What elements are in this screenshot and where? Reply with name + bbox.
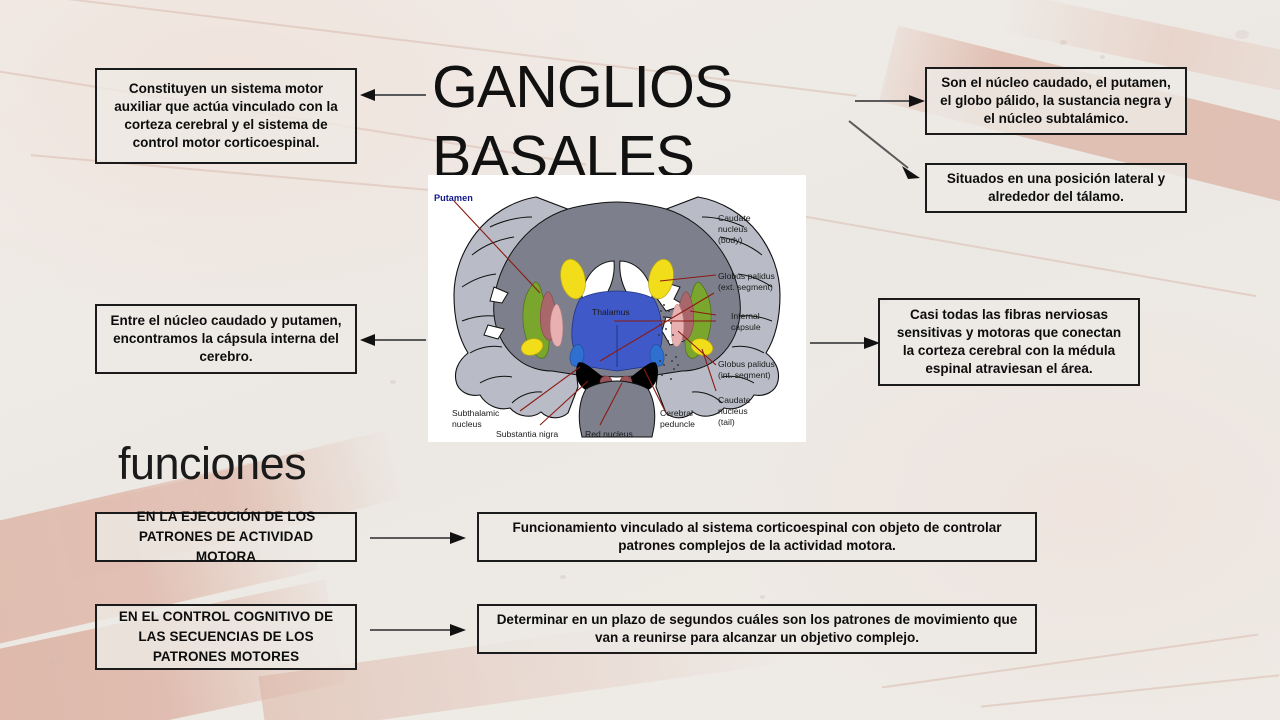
label-putamen: Putamen bbox=[434, 193, 473, 203]
label-caudate-tail-line1: Caudate bbox=[718, 395, 751, 405]
funcion-1-description-text: Funcionamiento vinculado al sistema cort… bbox=[512, 520, 1002, 553]
label-globus-pallidus-int-line1: Globus palidus bbox=[718, 359, 775, 369]
callout-fibras-nerviosas-text: Casi todas las fibras nerviosas sensitiv… bbox=[896, 307, 1122, 376]
callout-capsula-interna: Entre el núcleo caudado y putamen, encon… bbox=[95, 304, 357, 374]
section-heading-funciones: funciones bbox=[118, 438, 307, 489]
callout-componentes: Son el núcleo caudado, el putamen, el gl… bbox=[925, 67, 1187, 135]
callout-definicion-text: Constituyen un sistema motor auxiliar qu… bbox=[114, 81, 338, 150]
funcion-2-description-text: Determinar en un plazo de segundos cuále… bbox=[496, 612, 1018, 645]
label-internal-capsule-line2: capsule bbox=[731, 322, 761, 332]
label-caudate-tail-line3: (tail) bbox=[718, 417, 735, 427]
label-internal-capsule-line1: Internal bbox=[731, 311, 760, 321]
funcion-1-description: Funcionamiento vinculado al sistema cort… bbox=[477, 512, 1037, 562]
arrow-diagonal-to-ubicacion bbox=[848, 120, 920, 179]
brain-coronal-section-image: Putamen Thalamus Caudate nucleus (body) … bbox=[428, 175, 806, 442]
callout-fibras-nerviosas: Casi todas las fibras nerviosas sensitiv… bbox=[878, 298, 1140, 386]
page-title: GANGLIOS BASALES bbox=[432, 54, 733, 190]
label-globus-pallidus-ext-line1: Globus palidus bbox=[718, 271, 775, 281]
label-caudate-body-line2: nucleus bbox=[718, 224, 748, 234]
callout-definicion: Constituyen un sistema motor auxiliar qu… bbox=[95, 68, 357, 164]
label-globus-pallidus-int-line2: (int. segment) bbox=[718, 370, 771, 380]
arrow-left-to-capsula bbox=[360, 334, 426, 346]
arrow-right-to-componentes bbox=[855, 95, 925, 107]
funcion-2-label: EN EL CONTROL COGNITIVO DE LAS SECUENCIA… bbox=[95, 604, 357, 670]
label-cerebral-peduncle-line1: Cerebral bbox=[660, 408, 693, 418]
arrow-funcion-1 bbox=[370, 532, 466, 544]
label-subthalamic-line2: nucleus bbox=[452, 419, 482, 429]
funcion-2-label-text: EN EL CONTROL COGNITIVO DE LAS SECUENCIA… bbox=[118, 609, 334, 664]
thalamus bbox=[571, 290, 663, 372]
label-thalamus: Thalamus bbox=[592, 307, 630, 317]
callout-ubicacion-text: Situados en una posición lateral y alred… bbox=[946, 171, 1166, 204]
funcion-1-label-text: EN LA EJECUCIÓN DE LOS PATRONES DE ACTIV… bbox=[136, 509, 316, 564]
label-caudate-body-line3: (body) bbox=[718, 235, 742, 245]
label-globus-pallidus-ext-line2: (ext. segment) bbox=[718, 282, 773, 292]
label-substantia-nigra: Substantia nigra bbox=[496, 429, 558, 439]
brain-diagram-svg: Putamen Thalamus Caudate nucleus (body) … bbox=[428, 175, 806, 442]
arrow-right-to-fibras bbox=[810, 337, 880, 349]
funcion-2-description: Determinar en un plazo de segundos cuále… bbox=[477, 604, 1037, 654]
arrow-funcion-2 bbox=[370, 624, 466, 636]
label-subthalamic-line1: Subthalamic bbox=[452, 408, 500, 418]
callout-componentes-text: Son el núcleo caudado, el putamen, el gl… bbox=[940, 75, 1172, 126]
label-caudate-tail-line2: nucleus bbox=[718, 406, 748, 416]
label-caudate-body-line1: Caudate bbox=[718, 213, 751, 223]
callout-capsula-interna-text: Entre el núcleo caudado y putamen, encon… bbox=[110, 313, 342, 364]
funcion-1-label: EN LA EJECUCIÓN DE LOS PATRONES DE ACTIV… bbox=[95, 509, 357, 564]
callout-ubicacion: Situados en una posición lateral y alred… bbox=[925, 163, 1187, 213]
label-cerebral-peduncle-line2: peduncle bbox=[660, 419, 695, 429]
arrow-left-to-definicion bbox=[360, 89, 426, 101]
label-red-nucleus: Red nucleus bbox=[585, 429, 633, 439]
